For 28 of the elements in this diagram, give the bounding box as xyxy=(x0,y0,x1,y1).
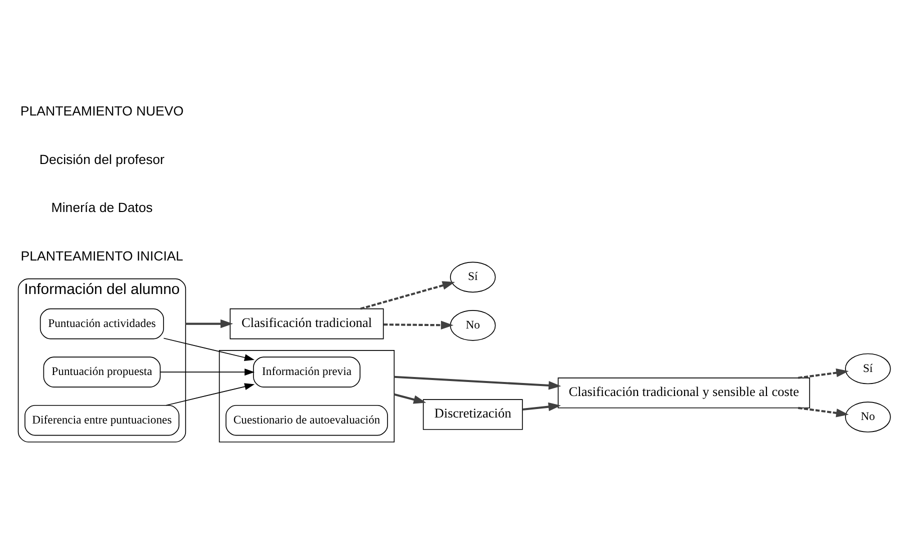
label: PLANTEAMIENTO NUEVO xyxy=(20,103,184,118)
node-ellipse: No xyxy=(845,402,891,432)
node-box: Cuestionario de autoevaluación xyxy=(226,404,388,436)
node-ellipse: No xyxy=(450,310,496,341)
arrow xyxy=(394,376,562,390)
label: Minería de Datos xyxy=(51,200,153,216)
label: PLANTEAMIENTO INICIAL xyxy=(20,248,184,264)
node-box: Diferencia entre puntuaciones xyxy=(24,404,180,436)
arrow xyxy=(360,281,455,310)
cluster xyxy=(218,350,395,442)
node-ellipse: Sí xyxy=(845,353,891,384)
node-box: Puntuación actividades xyxy=(40,308,164,340)
node-box: Clasificación tradicional xyxy=(230,308,384,340)
node-ellipse: Sí xyxy=(450,262,496,293)
arrow xyxy=(798,406,849,418)
node-box: Clasificación tradicional y sensible al coste xyxy=(558,377,810,408)
arrow xyxy=(394,393,426,404)
node-box: Información previa xyxy=(253,356,360,388)
arrow xyxy=(186,319,234,328)
arrow xyxy=(163,338,254,361)
arrow xyxy=(166,383,255,406)
node-box: Puntuación propuesta xyxy=(43,356,161,388)
node-box: Discretización xyxy=(422,399,523,430)
arrow xyxy=(384,320,454,330)
label: Decisión del profesor xyxy=(39,152,164,167)
arrow xyxy=(522,402,561,412)
arrow xyxy=(798,368,849,379)
arrow xyxy=(160,368,255,376)
